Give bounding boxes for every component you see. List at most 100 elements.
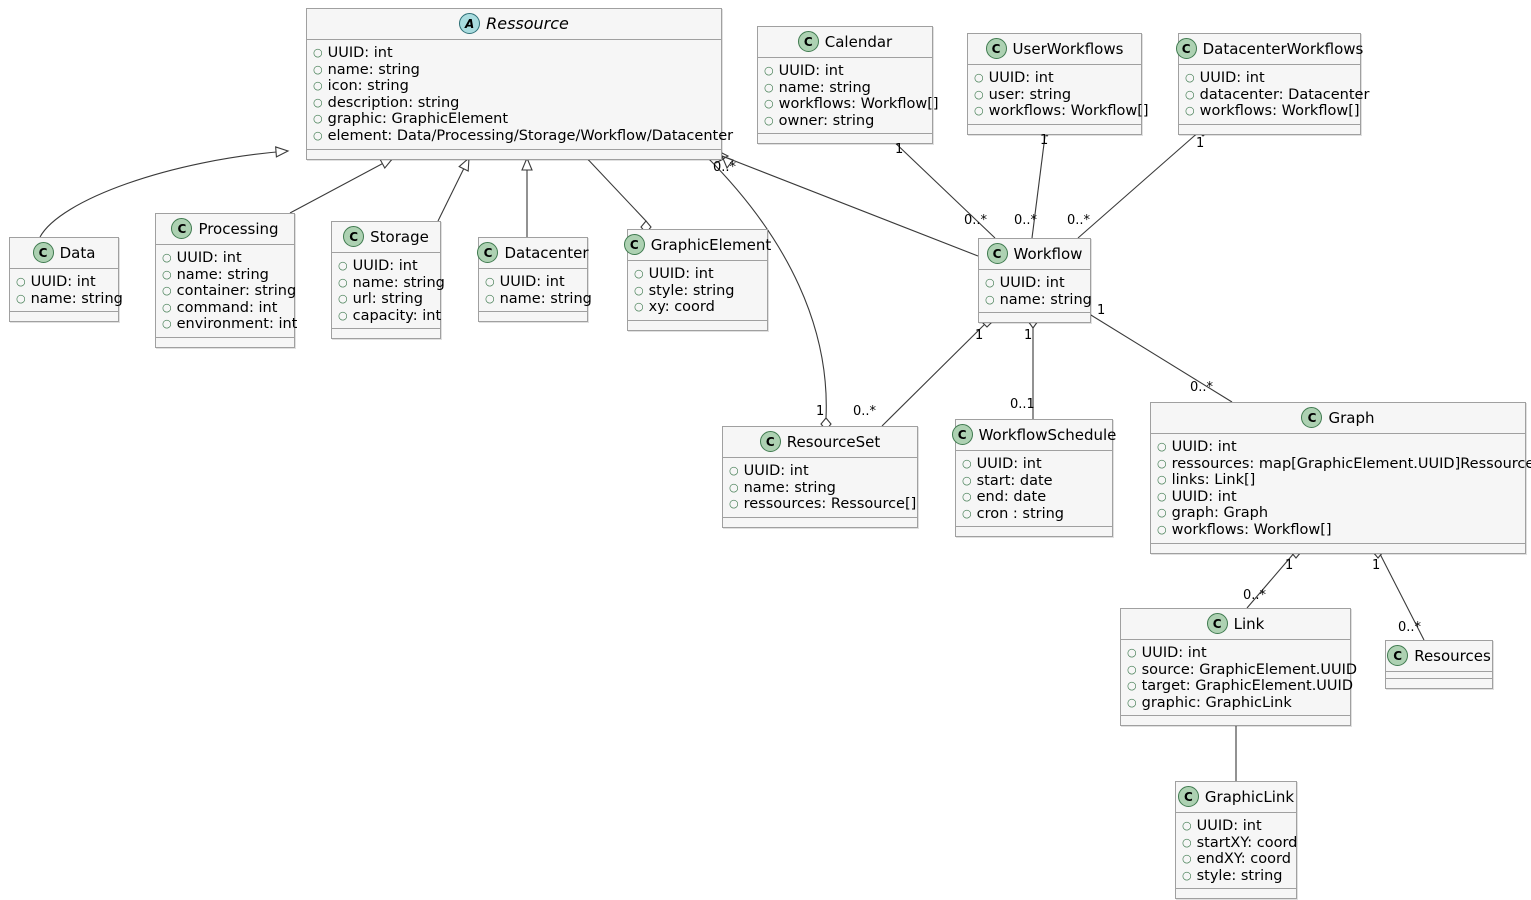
class-icon: C [343, 226, 365, 247]
visibility-public-icon: ○ [485, 275, 495, 288]
class-attributes-workflowschedule: ○UUID: int○start: date○end: date○cron : … [956, 451, 1112, 528]
multiplicity-label: 0..* [1398, 620, 1422, 635]
attribute-label: xy: coord [648, 299, 715, 316]
attribute-row: ○name: string [16, 291, 123, 308]
attribute-row: ○UUID: int [338, 258, 434, 275]
visibility-public-icon: ○ [1127, 646, 1137, 659]
visibility-public-icon: ○ [634, 267, 644, 280]
attribute-label: graph: Graph [1171, 505, 1269, 522]
attribute-label: user: string [988, 86, 1072, 103]
attribute-label: workflows: Workflow[] [988, 103, 1149, 120]
visibility-public-icon: ○ [338, 308, 348, 322]
attribute-row: ○UUID: int [1157, 489, 1519, 506]
class-icon: C [985, 38, 1007, 59]
visibility-public-icon: ○ [729, 497, 739, 511]
multiplicity-label: 0..1 [1010, 397, 1035, 412]
class-icon: C [1301, 407, 1323, 428]
visibility-public-icon: ○ [1157, 506, 1167, 520]
attribute-label: ressources: Ressource[] [743, 496, 917, 513]
visibility-public-icon: ○ [985, 292, 995, 306]
class-methods-datacenter [479, 312, 587, 322]
attribute-label: graphic: GraphicLink [1141, 694, 1292, 711]
visibility-public-icon: ○ [162, 317, 172, 331]
multiplicity-label: 1 [1097, 303, 1106, 318]
visibility-public-icon: ○ [962, 490, 972, 504]
visibility-public-icon: ○ [1157, 489, 1167, 503]
attribute-label: startXY: coord [1196, 834, 1298, 851]
attribute-label: workflows: Workflow[] [1199, 103, 1360, 120]
visibility-public-icon: ○ [162, 300, 172, 314]
visibility-public-icon: ○ [764, 80, 774, 94]
attribute-label: style: string [1196, 867, 1283, 884]
class-icon: C [951, 424, 973, 445]
class-methods-graphicelement [628, 320, 767, 330]
class-attributes-datacenterworkflows: ○UUID: int○datacenter: Datacenter○ workfl… [1179, 65, 1369, 125]
attribute-label: links: Link[] [1171, 472, 1256, 489]
multiplicity-label: 0..* [964, 213, 988, 228]
attribute-label: name: string [327, 61, 420, 78]
class-name-workflowschedule: WorkflowSchedule [978, 425, 1117, 444]
visibility-public-icon: ○ [1127, 695, 1137, 709]
visibility-public-icon: ○ [313, 79, 323, 93]
visibility-public-icon: ○ [1157, 456, 1167, 470]
multiplicity-label: 1 [1372, 558, 1381, 573]
attribute-row: ○workflows: Workflow[] [764, 96, 939, 113]
attribute-row: ○owner: string [764, 113, 926, 130]
multiplicity-label: 0..* [853, 404, 877, 419]
attribute-label: cron : string [976, 505, 1065, 522]
attribute-label: ressources: map[GraphicElement.UUID]Ress… [1171, 455, 1531, 472]
attribute-label: capacity: int [352, 307, 442, 324]
attribute-row: ○workflows: Workflow[] [1157, 522, 1519, 539]
attribute-row: ○user: string [974, 87, 1135, 104]
attribute-label: environment: int [176, 316, 298, 333]
visibility-public-icon: ○ [764, 113, 774, 127]
class-icon: C [171, 218, 193, 239]
class-attributes-processing: ○UUID: int○name: string○container: strin… [156, 245, 297, 338]
class-methods-ressource [307, 149, 721, 159]
attribute-row: ○ end: date [962, 489, 1106, 506]
visibility-public-icon: ○ [1185, 87, 1195, 101]
attribute-label: url: string [352, 291, 423, 308]
attribute-row: ○style: string [634, 283, 761, 300]
visibility-public-icon: ○ [634, 283, 644, 297]
attribute-row: ○ graphic: GraphicLink [1127, 695, 1344, 712]
attribute-row: ○links: Link[] [1157, 472, 1519, 489]
multiplicity-label: 0..* [1014, 213, 1038, 228]
attribute-row: ○UUID: int [1185, 70, 1354, 87]
class-methods-processing [156, 337, 294, 347]
attribute-label: UUID: int [30, 274, 96, 290]
attribute-row: ○cron : string [962, 506, 1106, 523]
class-icon: C [759, 431, 781, 452]
attribute-label: graphic: GraphicElement [327, 111, 509, 128]
attribute-label: end: date [976, 489, 1047, 506]
attribute-row: ○datacenter: Datacenter [1185, 87, 1369, 104]
visibility-public-icon: ○ [764, 64, 774, 77]
attribute-row: ○name: string [338, 275, 445, 292]
class-attributes-workflow: ○UUID: int○name: string [979, 270, 1092, 314]
attribute-row: ○ graph: Graph [1157, 505, 1519, 522]
class-methods-graphiclink [1176, 889, 1296, 899]
visibility-public-icon: ○ [162, 267, 172, 281]
class-attributes-graph: ○UUID: int○ressources: map[GraphicElemen… [1151, 434, 1531, 544]
